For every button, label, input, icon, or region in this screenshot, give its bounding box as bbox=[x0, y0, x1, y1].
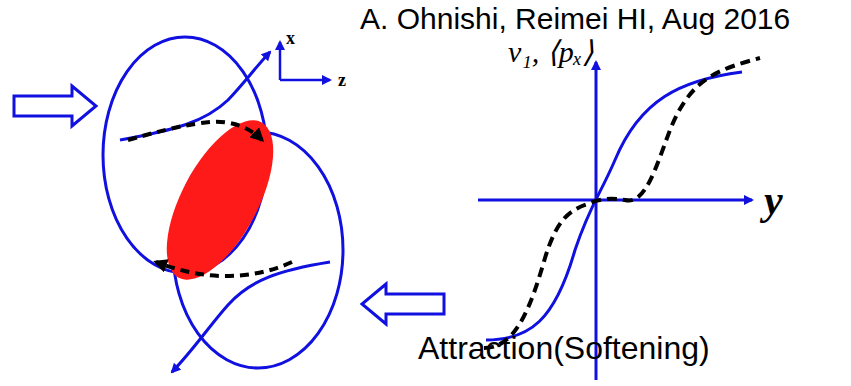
axis-arrow bbox=[279, 42, 282, 80]
fireball bbox=[145, 104, 295, 295]
axis-arrow bbox=[280, 79, 330, 82]
axis-label: v₁, ⟨pₓ⟩ bbox=[508, 34, 594, 69]
flow-arrow bbox=[120, 52, 270, 140]
axis-label: x bbox=[286, 28, 295, 49]
flow-arrow bbox=[172, 262, 330, 372]
v1-softening-curve bbox=[484, 58, 760, 348]
dashed-flow-arrow bbox=[156, 262, 292, 276]
caption-text: Attraction(Softening) bbox=[418, 330, 710, 367]
axis-label: y bbox=[764, 176, 783, 224]
beam-arrow bbox=[14, 86, 96, 126]
author-credit: A. Ohnishi, Reimei HI, Aug 2016 bbox=[360, 2, 790, 36]
dashed-flow-arrow bbox=[128, 122, 262, 140]
v1-curve bbox=[486, 72, 742, 340]
beam-arrow bbox=[362, 284, 444, 324]
axis-label: z bbox=[338, 70, 346, 91]
